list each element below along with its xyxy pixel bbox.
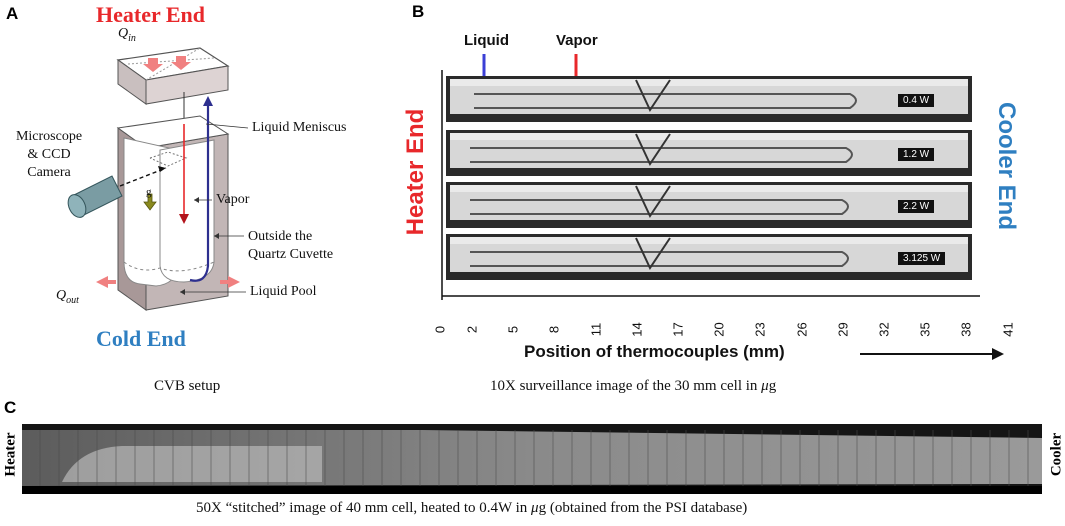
cell-strip-0-4w <box>446 76 972 122</box>
tick-label: 11 <box>588 322 604 337</box>
panel-b-letter: B <box>412 2 425 21</box>
tick-label: 29 <box>835 322 851 337</box>
panel-c-letter: C <box>4 398 17 417</box>
cooler-end-vertical: Cooler End <box>993 101 1020 230</box>
gravity-arrow <box>143 193 157 211</box>
stitch-seams <box>39 430 1029 486</box>
cvb-setup-diagram <box>67 47 249 311</box>
cell-strip-1-2w <box>446 130 972 176</box>
gravity-label: g <box>146 186 152 198</box>
tick-label: 5 <box>505 325 521 334</box>
tick-label: 17 <box>670 322 686 337</box>
panel-b-caption: 10X surveillance image of the 30 mm cell… <box>490 378 777 394</box>
liquid-meniscus-label: Liquid Meniscus <box>252 120 347 135</box>
panel-c-caption: 50X “stitched” image of 40 mm cell, heat… <box>196 500 748 516</box>
tick-label: 8 <box>546 325 562 334</box>
microscope-label: Microscope & CCD Camera <box>15 129 83 180</box>
vapor-label-a: Vapor <box>216 192 250 207</box>
heater-vertical-label: Heater <box>2 432 19 477</box>
tick-label: 2 <box>464 325 480 334</box>
heater-end-vertical: Heater End <box>402 108 429 236</box>
tick-label: 26 <box>794 322 810 337</box>
tick-label: 0 <box>432 325 448 334</box>
stitched-image <box>22 424 1042 494</box>
q-in-label: Qin <box>118 26 136 44</box>
direction-arrow <box>860 348 1004 360</box>
quartz-cuvette <box>116 115 230 311</box>
axis-title: Position of thermocouples (mm) <box>524 342 785 361</box>
cooler-vertical-label: Cooler <box>1048 432 1065 477</box>
surveillance-image <box>441 54 980 300</box>
liquid-label-b: Liquid <box>464 32 509 49</box>
power-label-1: 1.2 W <box>898 148 935 161</box>
liquid-pool-label: Liquid Pool <box>250 284 317 299</box>
tick-label: 38 <box>958 322 974 337</box>
tick-label: 35 <box>917 322 933 337</box>
power-label-2: 2.2 W <box>898 200 935 213</box>
panel-a-caption: CVB setup <box>154 378 221 394</box>
panel-a-letter: A <box>6 4 19 23</box>
tick-label: 41 <box>1000 322 1016 337</box>
cell-strip-2-2w <box>446 182 972 228</box>
heater-end-title: Heater End <box>96 2 205 27</box>
tick-label: 20 <box>711 322 727 337</box>
heater-cap <box>116 47 230 105</box>
position-axis <box>441 70 980 300</box>
q-out-label: Qout <box>56 288 79 306</box>
power-label-3: 3.125 W <box>898 252 946 265</box>
power-label-0: 0.4 W <box>898 94 935 107</box>
microscope-camera <box>67 166 167 218</box>
tick-label: 14 <box>629 322 645 337</box>
tick-label: 23 <box>752 322 768 337</box>
cell-strip-3-125w <box>446 234 972 280</box>
outside-cuvette-label: Outside the Quartz Cuvette <box>248 229 334 262</box>
tick-label: 32 <box>876 322 892 337</box>
cold-end-title: Cold End <box>96 326 186 351</box>
vapor-label-b: Vapor <box>556 32 598 49</box>
